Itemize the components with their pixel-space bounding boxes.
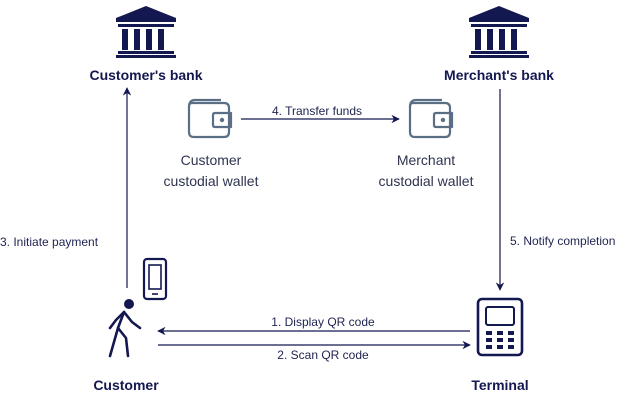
- display-qr-label: 1. Display QR code: [271, 315, 375, 329]
- notify-completion-label: 5. Notify completion: [510, 234, 615, 248]
- merchant-wallet-label-line2: custodial wallet: [379, 173, 474, 189]
- initiate-payment-label: 3. Initiate payment: [0, 235, 99, 249]
- payment-terminal-icon: [476, 297, 524, 357]
- merchant-bank-icon: [469, 6, 529, 58]
- walking-person-icon: [108, 299, 142, 358]
- scan-qr-label: 2. Scan QR code: [277, 348, 369, 362]
- customer-bank-label: Customer's bank: [89, 67, 202, 83]
- smartphone-icon: [142, 257, 168, 301]
- merchant-bank-label: Merchant's bank: [444, 67, 554, 83]
- customer-wallet-label-line2: custodial wallet: [164, 173, 259, 189]
- customer-bank-icon: [116, 6, 176, 58]
- merchant-wallet-icon: [408, 98, 454, 139]
- customer-label: Customer: [93, 377, 159, 393]
- terminal-label: Terminal: [471, 377, 528, 393]
- transfer-funds-label: 4. Transfer funds: [272, 104, 362, 118]
- customer-wallet-label-line1: Customer: [181, 152, 242, 168]
- merchant-wallet-label-line1: Merchant: [397, 152, 455, 168]
- customer-wallet-icon: [187, 98, 233, 139]
